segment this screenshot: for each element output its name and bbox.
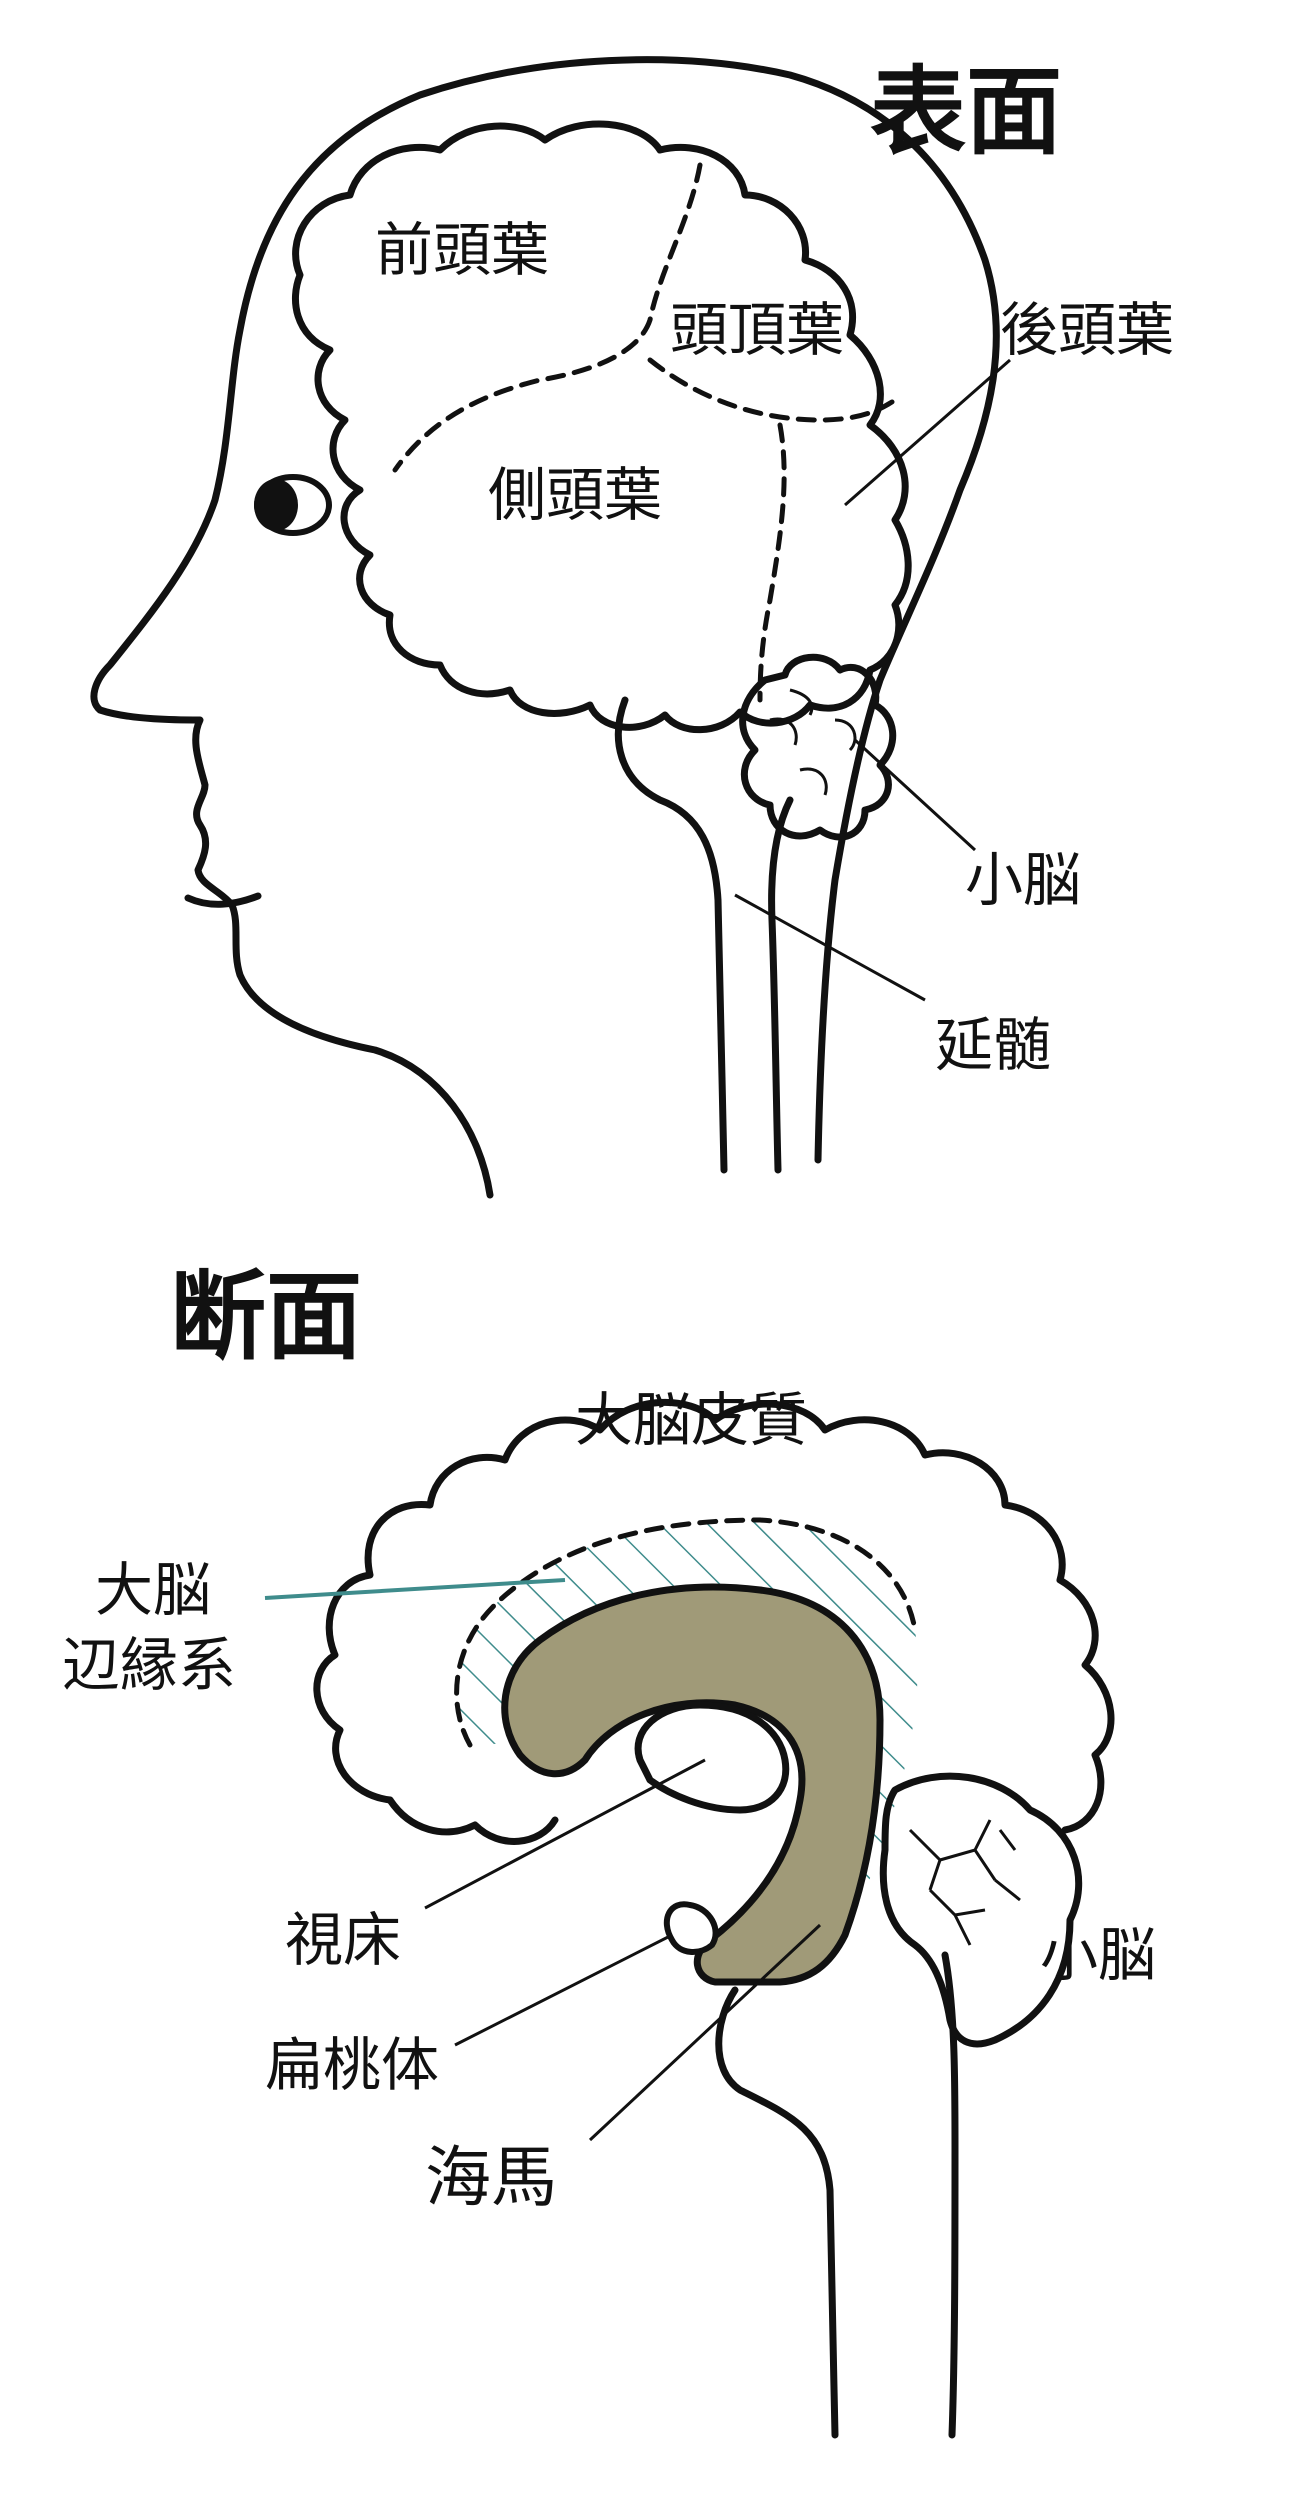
lobe-boundary-parietal: [647, 357, 898, 423]
spinal-cord-back: [768, 796, 794, 1174]
limbic-dashed-outline: [454, 1517, 918, 1748]
leader-hippocampus: [588, 1923, 822, 2142]
label-temporal-lobe: 側頭葉: [488, 461, 662, 529]
lobe-boundary-occipital: [757, 422, 787, 703]
pupil: [254, 479, 298, 531]
cortex-underside: [386, 1796, 559, 1845]
label-thalamus: 視床: [285, 1906, 401, 1974]
cerebellum-folds: [769, 688, 857, 796]
cerebrum-outline: [291, 120, 912, 734]
leader-limbic: [264, 1578, 566, 1600]
cortex-outline: [313, 1398, 1115, 1834]
leader-medulla: [734, 893, 926, 1002]
label-hippocampus: 海馬: [425, 2139, 557, 2216]
section-cerebellum-outline: [879, 1772, 1083, 2048]
surface-view: 表面 前頭葉 頭頂葉 後頭葉 側頭葉 小脳 延髄: [90, 55, 1174, 1199]
section-view: 断面 大脳皮質 大脳 辺縁系 視床 扁桃体 海馬 小脳: [62, 1260, 1156, 2439]
cerebellum-branches: [908, 1819, 1021, 1946]
leader-occipital: [844, 358, 1011, 507]
label-cerebellum-top: 小脳: [965, 846, 1081, 914]
mouth: [184, 892, 262, 908]
lobe-boundary-frontal: [392, 162, 703, 473]
leader-amygdala: [454, 1933, 673, 2047]
cerebellum-outline: [739, 653, 897, 841]
label-medulla: 延髄: [935, 1011, 1051, 1079]
label-parietal-lobe: 頭頂葉: [670, 296, 844, 364]
leader-thalamus: [424, 1758, 706, 1910]
label-occipital-lobe: 後頭葉: [1000, 296, 1174, 364]
brainstem: [615, 696, 728, 1174]
leader-cerebellum: [853, 738, 977, 852]
section-brainstem: [715, 1986, 839, 2439]
thalamus-outline: [634, 1701, 790, 1814]
label-limbic-line2: 辺縁系: [62, 1631, 236, 1699]
surface-title: 表面: [870, 55, 1062, 168]
label-frontal-lobe: 前頭葉: [375, 216, 549, 284]
head-outline: [90, 56, 1000, 1199]
label-cerebral-cortex: 大脳皮質: [575, 1386, 807, 1454]
label-cerebellum-section: 小脳: [1040, 1921, 1156, 1989]
amygdala-outline: [663, 1901, 719, 1955]
label-limbic-line1: 大脳: [95, 1556, 211, 1624]
section-title: 断面: [170, 1260, 362, 1373]
label-amygdala: 扁桃体: [265, 2031, 439, 2099]
